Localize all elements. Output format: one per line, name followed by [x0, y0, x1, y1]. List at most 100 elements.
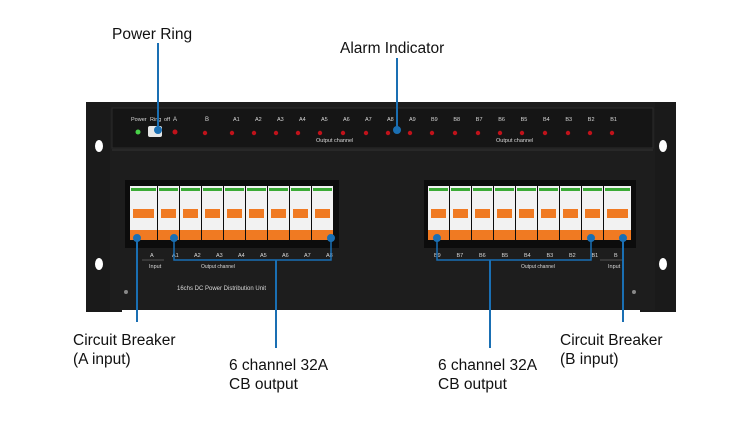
breaker-1[interactable] [130, 186, 157, 240]
breaker-terminal [312, 230, 333, 240]
breaker-toggle[interactable] [315, 209, 330, 218]
top-channel-label: B1 [610, 117, 617, 123]
breaker-toggle[interactable] [541, 209, 556, 218]
breaker-toggle[interactable] [563, 209, 578, 218]
callout-lines [133, 43, 627, 348]
input-label-right: Input [608, 264, 621, 270]
brand-strip [203, 188, 222, 191]
breaker-terminal [268, 230, 289, 240]
top-channel-label: A9 [409, 117, 416, 123]
breaker-6[interactable] [538, 186, 559, 240]
top-channel-label: B3 [565, 117, 572, 123]
breaker-toggle[interactable] [431, 209, 446, 218]
breaker-terminal [560, 230, 581, 240]
lower-channel-label: B6 [479, 253, 486, 259]
cb-a-input-line2: (A input) [73, 351, 131, 368]
breaker-3[interactable] [180, 186, 201, 240]
breaker-toggle[interactable] [205, 209, 220, 218]
b-label: B [205, 117, 209, 123]
cb-a-input-line1: Circuit Breaker [73, 332, 176, 349]
brand-strip [583, 188, 602, 191]
breaker-toggle[interactable] [475, 209, 490, 218]
breaker-toggle[interactable] [453, 209, 468, 218]
breaker-7[interactable] [268, 186, 289, 240]
indicator-led [519, 130, 525, 136]
output-channel-lower-left: Output channel [201, 264, 235, 270]
breaker-toggle[interactable] [249, 209, 264, 218]
breaker-5[interactable] [224, 186, 245, 240]
top-channel-label: A2 [255, 117, 262, 123]
output-channel-lower-right: Output channel [521, 264, 555, 270]
top-channel-label: A5 [321, 117, 328, 123]
indicator-led [251, 130, 257, 136]
output-channel-label-right: Output channel [496, 138, 533, 144]
breaker-terminal [130, 230, 157, 240]
lower-channel-label: A7 [304, 253, 311, 259]
breaker-8[interactable] [290, 186, 311, 240]
cb-a-dot [133, 234, 141, 242]
brand-strip [539, 188, 558, 191]
breaker-toggle[interactable] [183, 209, 198, 218]
breaker-4[interactable] [202, 186, 223, 240]
breaker-toggle[interactable] [161, 209, 176, 218]
lower-channel-label: B2 [569, 253, 576, 259]
cb-b-dot [619, 234, 627, 242]
brand-strip [181, 188, 200, 191]
output-right-dot-a [433, 234, 441, 242]
cb-output-right-callout: 6 channel 32A CB output [438, 356, 537, 394]
breaker-2[interactable] [158, 186, 179, 240]
breaker-terminal [180, 230, 201, 240]
brand-strip [451, 188, 470, 191]
breaker-terminal [158, 230, 179, 240]
breaker-toggle[interactable] [227, 209, 242, 218]
breaker-6[interactable] [246, 186, 267, 240]
breaker-toggle[interactable] [133, 209, 154, 218]
cb-b-input-callout: Circuit Breaker (B input) [560, 331, 663, 369]
breaker-9[interactable] [604, 186, 631, 240]
indicator-led [363, 130, 369, 136]
breaker-terminal [538, 230, 559, 240]
breaker-toggle[interactable] [497, 209, 512, 218]
indicator-led [452, 130, 458, 136]
output-left-bracket [173, 240, 332, 261]
breaker-toggle[interactable] [293, 209, 308, 218]
breaker-5[interactable] [516, 186, 537, 240]
alarm-indicator-callout: Alarm Indicator [340, 40, 445, 57]
breaker-9[interactable] [312, 186, 333, 240]
indicator-led [587, 130, 593, 136]
breaker-2[interactable] [450, 186, 471, 240]
indicator-led [340, 130, 346, 136]
output-left-dot-b [327, 234, 335, 242]
breaker-toggle[interactable] [607, 209, 628, 218]
brand-strip [131, 188, 156, 191]
breaker-4[interactable] [494, 186, 515, 240]
indicator-led [407, 130, 413, 136]
breaker-7[interactable] [560, 186, 581, 240]
indicator-led [565, 130, 571, 136]
indicator-led [475, 130, 481, 136]
brand-strip [495, 188, 514, 191]
ring-label: Ring [150, 117, 161, 123]
brand-strip [473, 188, 492, 191]
indicator-led [229, 130, 235, 136]
power-led [135, 129, 141, 135]
top-channel-label: B5 [521, 117, 528, 123]
top-channel-label: A3 [277, 117, 284, 123]
left-mount-hole-1 [95, 140, 103, 152]
lower-channel-label: A8 [326, 253, 333, 259]
lower-channel-label: A4 [238, 253, 245, 259]
input-label-left: Input [149, 264, 162, 270]
indicator-led [295, 130, 301, 136]
breaker-toggle[interactable] [519, 209, 534, 218]
top-channel-label: B9 [431, 117, 438, 123]
breaker-1[interactable] [428, 186, 449, 240]
breaker-8[interactable] [582, 186, 603, 240]
cb-b-input-line2: (B input) [560, 351, 619, 368]
breaker-3[interactable] [472, 186, 493, 240]
breaker-toggle[interactable] [585, 209, 600, 218]
breaker-toggle[interactable] [271, 209, 286, 218]
indicator-led [273, 130, 279, 136]
brand-strip [225, 188, 244, 191]
lower-channel-label: B4 [524, 253, 531, 259]
